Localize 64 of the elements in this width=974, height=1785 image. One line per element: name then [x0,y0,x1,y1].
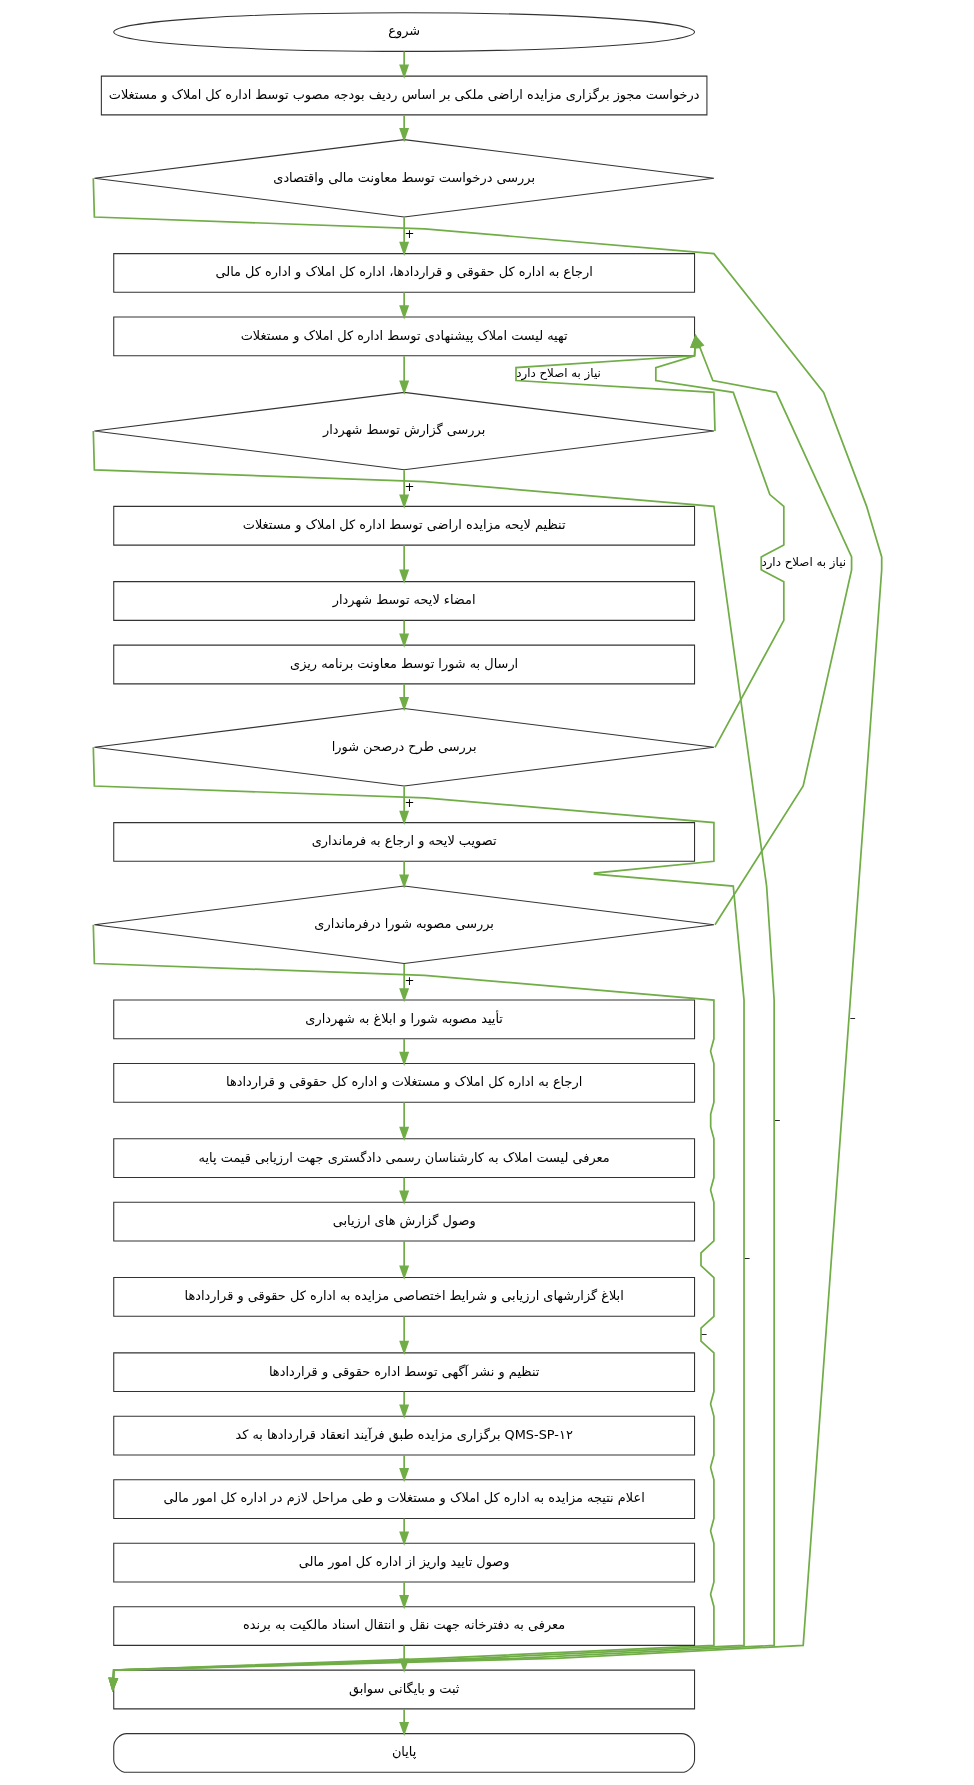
node-box: پایان [112,1733,695,1773]
arrow [398,785,409,825]
arrow [398,619,409,648]
arrow [398,1038,409,1067]
node-box: درخواست مجوز برگزاری مزایده اراضی ملکی بر اساس ردیف بودجه مصوب توسط اداره کل املاک و مستغلات [100,75,707,116]
arrow [514,333,716,432]
edge-label: – [700,1326,707,1341]
arrow [398,1708,409,1737]
arrow [398,50,409,79]
arrow [398,1454,409,1483]
arrow [398,683,409,712]
node-box: تهیه لیست املاک پیشنهادی توسط اداره کل املاک و مستغلات [112,316,695,357]
arrow [398,1315,409,1356]
node-box: تنظیم و نشر آگهی توسط اداره حقوقی و قراردادها [112,1352,695,1393]
arrow [654,333,785,749]
node-box: معرفی لیست املاک به کارشناسان رسمی دادگستری جهت ارزیابی قیمت پایه [112,1138,695,1179]
node-box: اعلام نتیجه مزایده به اداره کل املاک و مستغلات و طی مراحل لازم در اداره کل امور مالی [112,1479,695,1519]
arrow [91,746,745,1693]
node-diamond: بررسی گزارش توسط شهردار [93,391,714,471]
arrow [398,1101,409,1141]
node-diamond: بررسی درخواست توسط معاونت مالی واقتصادی [93,139,714,218]
node-box: امضاء لایحه توسط شهردار [112,581,695,621]
node-box: ثبت و بایگانی سوابق [112,1669,695,1710]
node-diamond: بررسی طرح درصحن شورا [93,708,714,787]
arrow [398,1644,409,1673]
edge-label: – [849,1011,856,1026]
edge-label: نیاز به اصلاح دارد [760,555,846,570]
arrow [398,1390,409,1419]
edge-label: + [404,227,414,242]
arrow [398,1240,409,1280]
node-box: ابلاغ گزارشهای ارزیابی و شرایط اختصاصی مزایده به اداره کل حقوقی و قراردادها [112,1277,695,1317]
arrow [91,923,715,1693]
node-box: تأیید مصوبه شورا و ابلاغ به شهرداری [112,999,695,1040]
node-ellipse: شروع [112,12,695,52]
arrow [91,177,883,1693]
arrow [398,469,409,509]
arrow [398,291,409,320]
arrow [398,544,409,584]
node-box: ارسال به شورا توسط معاونت برنامه ریزی [112,644,695,685]
edge-label: – [743,1251,750,1266]
arrow [398,963,409,1003]
arrow [398,860,409,889]
edge-label: + [404,796,414,811]
arrow [398,216,409,256]
arrow [398,1176,409,1205]
arrow [694,334,852,926]
edge-label: + [404,480,414,495]
arrow [398,1581,409,1610]
arrow [398,355,409,395]
node-box: وصول گزارش های ارزیابی [112,1201,695,1242]
arrow [398,114,409,143]
edge-label: – [773,1112,780,1127]
arrow [398,1517,409,1546]
node-box: تنظیم لایحه مزایده اراضی توسط اداره کل املاک و مستغلات [112,505,695,546]
edge-label: نیاز به اصلاح دارد [515,366,601,381]
node-box: ارجاع به اداره کل املاک و مستغلات و اداره کل حقوقی و قراردادها [112,1063,695,1103]
edge-label: + [404,973,414,988]
node-diamond: بررسی مصوبه شورا درفرمانداری [93,885,714,965]
arrow [91,430,775,1693]
node-box: وصول تایید واریز از اداره کل امور مالی [112,1542,695,1583]
node-box: معرفی به دفترخانه جهت نقل و انتقال اسناد مالکیت به برنده [112,1606,695,1646]
node-box: برگزاری مزایده طبق فرآیند انعقاد قراردادها به کد QMS-SP-۱۲ [112,1415,695,1456]
node-box: ارجاع به اداره کل حقوقی و قراردادها، اداره کل املاک و اداره کل مالی [112,253,695,293]
node-box: تصویب لایحه و ارجاع به فرمانداری [112,822,695,862]
